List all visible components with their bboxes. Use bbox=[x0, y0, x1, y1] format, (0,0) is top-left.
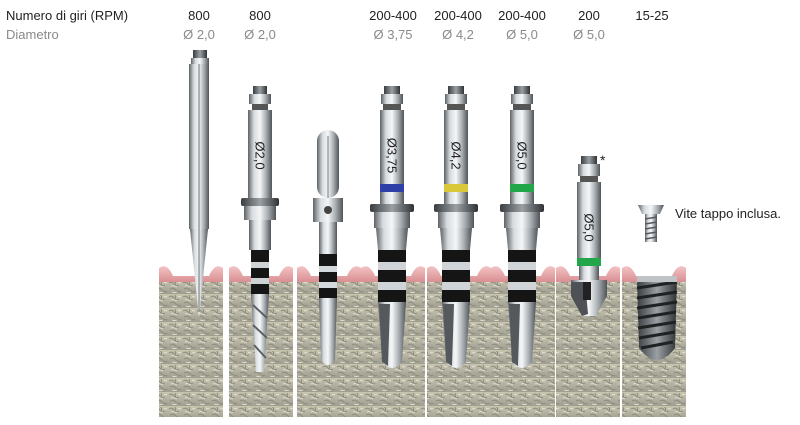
diameter-value-2: Ø 2,0 bbox=[244, 27, 276, 42]
rpm-value-3: 200-400 bbox=[369, 8, 417, 23]
rpm-value-5: 200-400 bbox=[498, 8, 546, 23]
diameter-value-4: Ø 4,2 bbox=[442, 27, 474, 42]
diameter-value-1: Ø 2,0 bbox=[183, 27, 215, 42]
rpm-value-1: 800 bbox=[188, 8, 210, 23]
tool-label-4: Ø5,0 bbox=[514, 141, 530, 170]
tool-label-1: Ø2,0 bbox=[252, 141, 268, 170]
rpm-value-2: 800 bbox=[249, 8, 271, 23]
diameter-row-label: Diametro bbox=[6, 27, 59, 42]
rpm-value-4: 200-400 bbox=[434, 8, 482, 23]
cover-screw-note: Vite tappo inclusa. bbox=[675, 206, 781, 221]
tool-label-3: Ø4,2 bbox=[448, 141, 464, 170]
pilot-drill-tool bbox=[189, 50, 209, 318]
countersink-drill-tool bbox=[571, 156, 607, 316]
direction-indicator-tool bbox=[313, 130, 343, 365]
step-drill-tool bbox=[500, 86, 544, 368]
bone-panel bbox=[159, 266, 223, 417]
diameter-value-5: Ø 5,0 bbox=[506, 27, 538, 42]
rpm-row-label: Numero di giri (RPM) bbox=[6, 8, 129, 23]
cover-screw-icon bbox=[638, 205, 664, 242]
twist-drill-2-tool bbox=[241, 86, 279, 372]
diameter-value-6: Ø 5,0 bbox=[573, 27, 605, 42]
rpm-value-6: 200 bbox=[578, 8, 600, 23]
tool-label-5: Ø5,0 bbox=[581, 213, 597, 242]
asterisk-mark: * bbox=[600, 152, 606, 168]
step-drill-tool bbox=[434, 86, 478, 368]
implant-tool bbox=[636, 276, 678, 360]
rpm-value-7: 15-25 bbox=[635, 8, 669, 23]
tool-label-2: Ø3,75 bbox=[384, 137, 400, 174]
step-drill-tool bbox=[370, 86, 414, 368]
diameter-value-3: Ø 3,75 bbox=[373, 27, 413, 42]
